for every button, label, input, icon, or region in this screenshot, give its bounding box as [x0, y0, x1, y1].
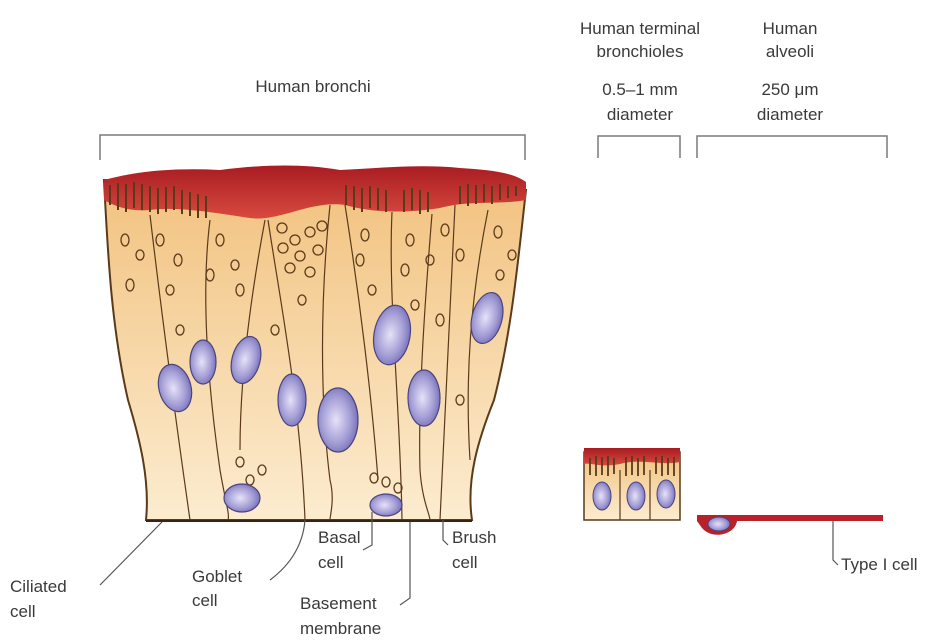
ciliated-leader: [100, 522, 162, 585]
brush-label-line1: Brush: [452, 528, 496, 547]
brush-leader: [443, 520, 448, 545]
basement-leader: [400, 522, 410, 605]
type1-leader: [833, 521, 838, 565]
type1-label: Type I cell: [841, 555, 918, 574]
alveoli-diameter-value: 250 μm: [761, 80, 818, 99]
basal-label-line1: Basal: [318, 528, 361, 547]
alveoli-header-line2: alveoli: [766, 42, 814, 61]
alveoli-diameter-label: diameter: [757, 105, 823, 124]
bronchioles-header-line2: bronchioles: [597, 42, 684, 61]
goblet-label-line2: cell: [192, 591, 218, 610]
bronchi-epithelium: [104, 165, 526, 521]
ciliated-label-line2: cell: [10, 602, 36, 621]
bronchiole-epithelium: [584, 448, 680, 520]
bronchioles-header-line1: Human terminal: [580, 19, 700, 38]
bronchi-bracket: [100, 135, 525, 160]
basement-label-line1: Basement: [300, 594, 377, 613]
bronchioles-diameter-value: 0.5–1 mm: [602, 80, 678, 99]
basal-label-line2: cell: [318, 553, 344, 572]
ciliated-label-line1: Ciliated: [10, 577, 67, 596]
brush-label-line2: cell: [452, 553, 478, 572]
basement-label-line2: membrane: [300, 619, 381, 638]
alveolar-epithelium: [697, 515, 883, 535]
alveoli-bracket: [697, 136, 887, 158]
alveoli-header-line1: Human: [763, 19, 818, 38]
bronchioles-diameter-label: diameter: [607, 105, 673, 124]
goblet-leader: [270, 520, 305, 580]
bronchioles-bracket: [598, 136, 680, 158]
goblet-label-line1: Goblet: [192, 567, 242, 586]
bronchi-header: Human bronchi: [255, 77, 370, 96]
